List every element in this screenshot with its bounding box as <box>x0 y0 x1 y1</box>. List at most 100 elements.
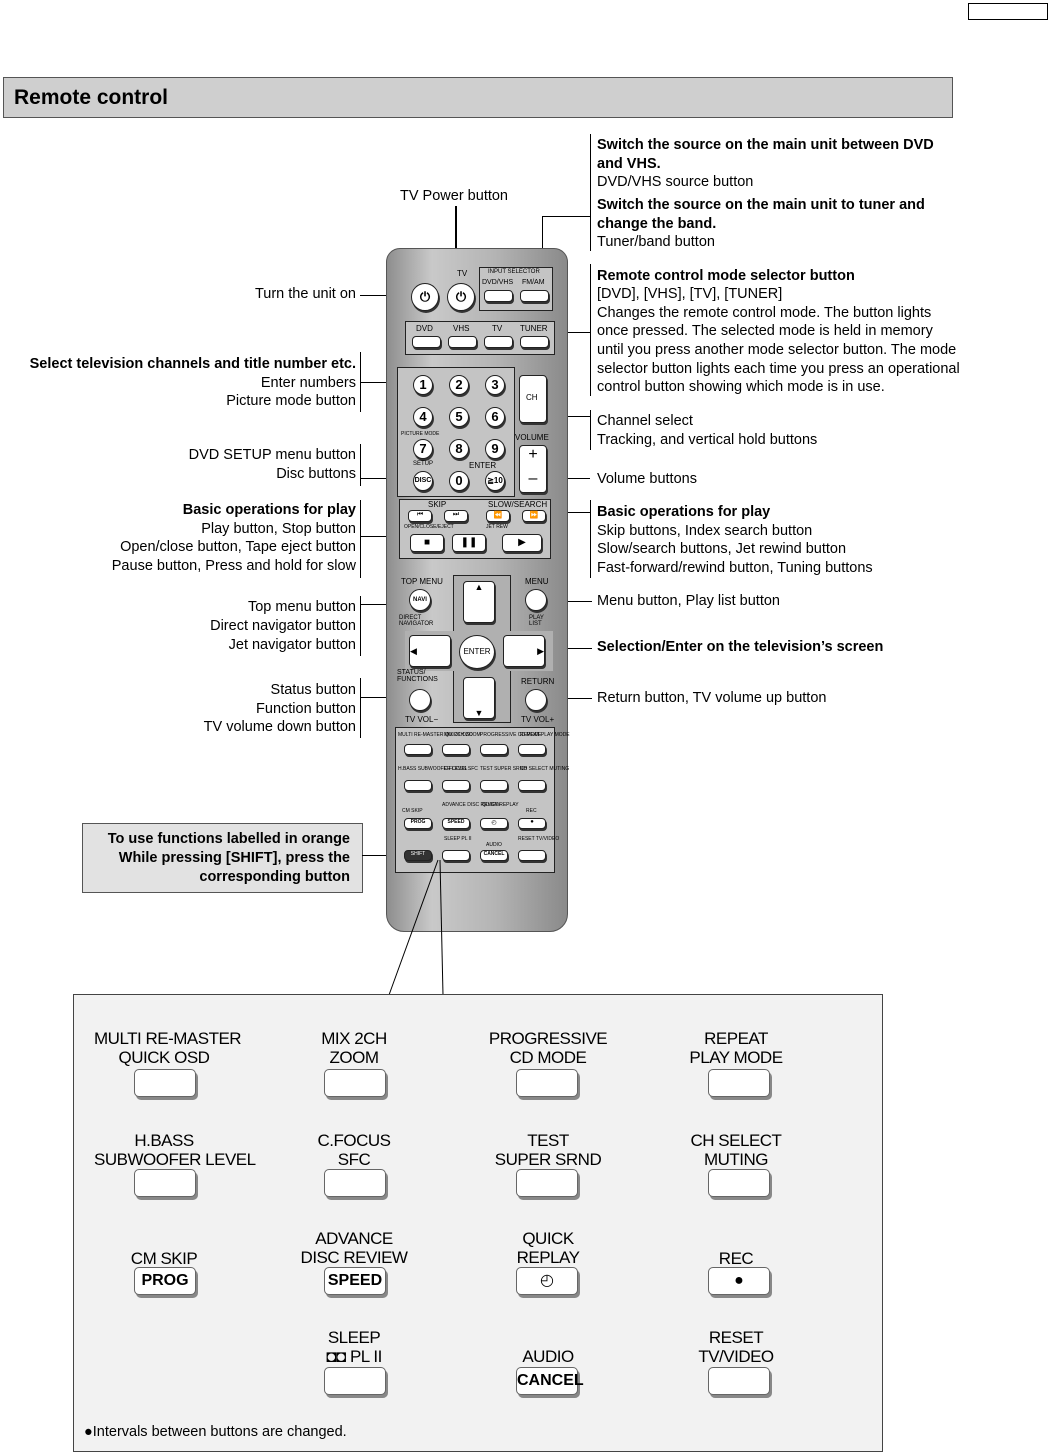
prog-button-large[interactable]: PROG <box>134 1267 196 1295</box>
shift-button[interactable]: SHIFT <box>404 850 432 861</box>
reset-button[interactable] <box>518 850 546 861</box>
function-buttons-panel: MULTI RE-MASTER QUICK OSD MIX 2CH ZOOM P… <box>395 727 570 873</box>
repeat-button-large[interactable] <box>708 1069 770 1097</box>
small-label: REPEAT PLAY MODE <box>520 732 570 738</box>
cancel-button-large[interactable]: CANCEL <box>516 1367 584 1395</box>
vhs-mode-button[interactable] <box>448 336 477 348</box>
skip-forward-icon[interactable]: ⏭ <box>444 510 468 522</box>
number-button[interactable]: 3 <box>485 375 505 395</box>
tv-mode-button[interactable] <box>484 336 513 348</box>
number-button[interactable]: 8 <box>449 439 469 459</box>
stop-icon[interactable]: ■ <box>410 534 444 552</box>
tuner-mode-button[interactable] <box>520 336 549 348</box>
cancel-button[interactable]: CANCEL <box>480 850 508 861</box>
mode-label: VHS <box>453 324 470 333</box>
sleep-button[interactable] <box>442 850 470 861</box>
ch-select-button[interactable] <box>518 780 546 791</box>
tv-label: TV <box>457 269 468 278</box>
down-arrow-icon[interactable]: ▼ <box>463 677 495 719</box>
number-button[interactable]: 9 <box>485 439 505 459</box>
up-arrow-icon[interactable]: ▲ <box>463 581 495 623</box>
speed-button[interactable]: SPEED <box>442 818 470 829</box>
quick-replay-icon[interactable]: ◴ <box>480 818 508 829</box>
rec-icon-large[interactable]: ● <box>708 1267 770 1295</box>
bracket <box>590 264 591 396</box>
status-button[interactable] <box>409 689 431 711</box>
c-focus-button-large[interactable] <box>324 1169 386 1197</box>
volume-button[interactable]: + – <box>519 445 547 493</box>
play-icon[interactable]: ▶ <box>502 534 542 552</box>
number-button[interactable]: 5 <box>449 407 469 427</box>
small-label: REC <box>526 808 537 814</box>
label-mode-line: Changes the remote control mode. The but… <box>597 305 932 321</box>
fm-am-button[interactable] <box>520 290 549 302</box>
mix-2ch-button[interactable] <box>442 744 470 755</box>
label-mode-line: selector button lights each time you pre… <box>597 361 960 377</box>
progressive-button[interactable] <box>480 744 508 755</box>
rewind-icon[interactable]: ⏪ <box>486 510 510 522</box>
number-button[interactable]: 7 <box>413 439 433 459</box>
label-tv-volume-down: TV volume down button <box>203 719 356 735</box>
prog-button[interactable]: PROG <box>404 818 432 829</box>
label-tuner-band-button: Tuner/band button <box>597 234 715 250</box>
dolby-icon: ◘◘ <box>326 1347 346 1366</box>
label-mode-line: until you press another mode selector bu… <box>597 342 957 358</box>
quick-replay-icon-large[interactable]: ◴ <box>516 1267 578 1295</box>
ten-plus-button[interactable]: ≧10 <box>485 471 505 491</box>
progressive-button-large[interactable] <box>516 1069 578 1097</box>
ch-select-button-large[interactable] <box>708 1169 770 1197</box>
label-mode-line: once pressed. The selected mode is held … <box>597 323 933 339</box>
skip-back-icon[interactable]: ⏮ <box>408 510 432 522</box>
top-menu-button[interactable]: NAVI <box>409 589 431 611</box>
leader-line <box>360 604 405 605</box>
shift-note-line: To use functions labelled in orange <box>107 831 350 847</box>
test-button[interactable] <box>480 780 508 791</box>
leader-line <box>546 601 592 602</box>
channel-button[interactable]: CH <box>519 375 547 423</box>
right-arrow-icon[interactable]: ▶ <box>503 635 545 667</box>
c-focus-button[interactable] <box>442 780 470 791</box>
pause-icon[interactable]: ❚❚ <box>452 534 486 552</box>
number-button[interactable]: 0 <box>449 471 469 491</box>
multi-remaster-button-large[interactable] <box>134 1069 196 1097</box>
h-bass-button[interactable] <box>404 780 432 791</box>
leader-line <box>550 512 590 513</box>
label-basic-ops-right: Basic operations for play <box>597 504 771 520</box>
multi-remaster-button[interactable] <box>404 744 432 755</box>
zoom-lines <box>388 859 444 996</box>
reset-button-large[interactable] <box>708 1367 770 1395</box>
rec-icon[interactable]: ● <box>518 818 546 829</box>
tv-power-icon[interactable]: ⏻ <box>447 283 475 311</box>
number-button[interactable]: 6 <box>485 407 505 427</box>
enter-button[interactable]: ENTER <box>459 635 495 669</box>
return-label: RETURN <box>521 677 555 686</box>
repeat-button[interactable] <box>518 744 546 755</box>
leader-line <box>455 206 457 286</box>
status-functions-label: STATUS/ FUNCTIONS <box>397 669 438 683</box>
small-label: MIX 2CH ZOOM <box>444 732 481 738</box>
speed-button-large[interactable]: SPEED <box>324 1267 386 1295</box>
play-list-label: PLAY LIST <box>529 615 544 627</box>
test-button-large[interactable] <box>516 1169 578 1197</box>
number-button[interactable]: 1 <box>413 375 433 395</box>
menu-button[interactable] <box>525 589 547 611</box>
left-arrow-icon[interactable]: ◀ <box>409 635 451 667</box>
sleep-button-large[interactable] <box>324 1367 386 1395</box>
volume-label: VOLUME <box>515 433 549 442</box>
number-button[interactable]: 2 <box>449 375 469 395</box>
h-bass-button-large[interactable] <box>134 1169 196 1197</box>
fast-forward-icon[interactable]: ⏩ <box>522 510 546 522</box>
return-button[interactable] <box>525 689 547 711</box>
disc-button[interactable]: DISC <box>413 471 433 491</box>
mix-2ch-button-large[interactable] <box>324 1069 386 1097</box>
detail-label: CM SKIP <box>130 1249 198 1268</box>
power-icon[interactable]: ⏻ <box>411 283 439 311</box>
leader-line <box>546 698 592 699</box>
leader-line <box>556 332 590 333</box>
dvd-vhs-button[interactable] <box>484 290 513 302</box>
number-button[interactable]: 4 <box>413 407 433 427</box>
dvd-mode-button[interactable] <box>412 336 441 348</box>
